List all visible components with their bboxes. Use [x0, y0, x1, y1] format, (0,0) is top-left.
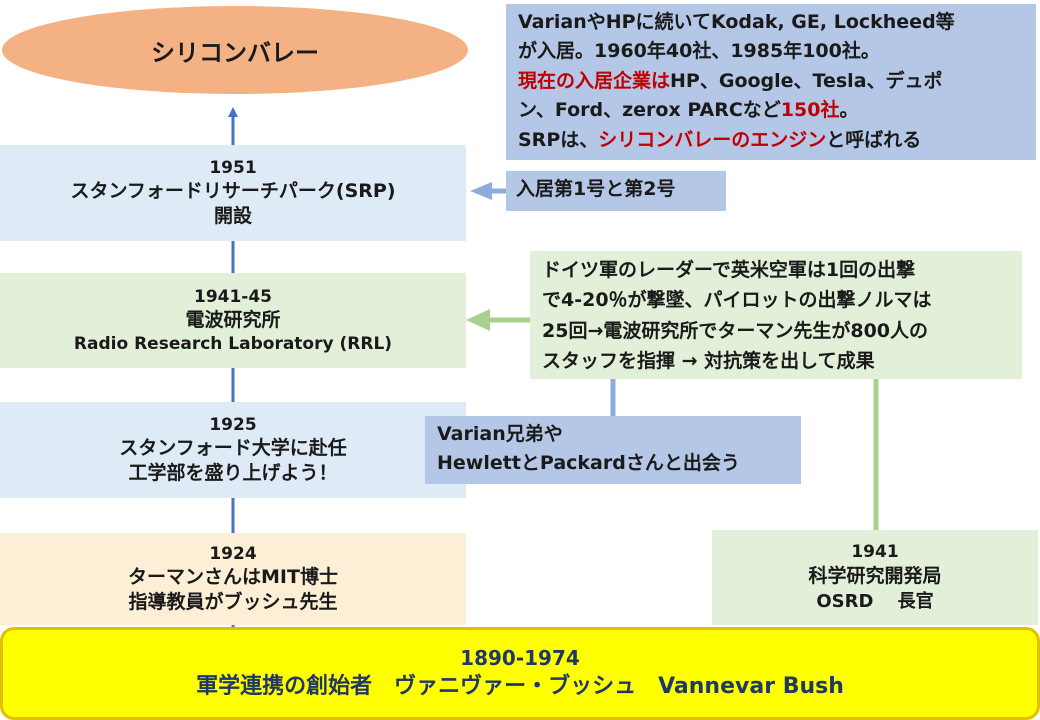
- timeline-line1: スタンフォードリサーチパーク(SRP): [70, 180, 396, 203]
- first-tenant-arrow-head: [470, 182, 492, 200]
- note-line: SRPは、シリコンバレーのエンジンと呼ばれる: [518, 128, 922, 151]
- note-line: 25回→電波研究所でターマン先生が800人の: [542, 319, 929, 342]
- note-line: ン、Ford、zerox PARCなど150社。: [518, 99, 859, 122]
- radar-arrow-head: [466, 309, 490, 331]
- highlight-text: 現在の入居企業は: [518, 69, 671, 92]
- note-line: スタッフを指揮 → 対抗策を出して成果: [542, 350, 875, 373]
- bush-banner: 1890-1974 軍学連携の創始者 ヴァニヴァー・ブッシュ Vannevar …: [0, 627, 1040, 720]
- timeline-box-1951: 1951 スタンフォードリサーチパーク(SRP) 開設: [0, 145, 466, 241]
- timeline-line1: スタンフォード大学に赴任: [119, 437, 347, 460]
- timeline-year: 1924: [209, 544, 257, 565]
- timeline-line2: Radio Research Laboratory (RRL): [73, 333, 393, 354]
- timeline-line1: 電波研究所: [185, 309, 281, 332]
- radar-note: ドイツ軍のレーダーで英米空軍は1回の出撃 で4-20％が撃墜、パイロットの出撃ノ…: [530, 251, 1022, 379]
- timeline-line2: 工学部を盛り上げよう！: [128, 462, 338, 485]
- timeline-year: 1941-45: [193, 287, 273, 308]
- goal-label: シリコンバレー: [151, 38, 319, 67]
- note-line: HewlettとPackardさんと出会う: [437, 451, 740, 474]
- osrd-line2: OSRD 長官: [816, 590, 934, 612]
- silicon-valley-ellipse: シリコンバレー: [2, 6, 468, 94]
- timeline-line2: 指導教員がブッシュ先生: [128, 591, 338, 614]
- note-line: 現在の入居企業はHP、Google、Tesla、デュポ: [518, 69, 943, 92]
- timeline-box-1925: 1925 スタンフォード大学に赴任 工学部を盛り上げよう！: [0, 402, 466, 498]
- first-tenants-note: 入居第1号と第2号: [506, 171, 726, 211]
- varian-note: Varian兄弟や HewlettとPackardさんと出会う: [425, 416, 801, 484]
- timeline-line1: ターマンさんはMIT博士: [128, 566, 338, 589]
- note-line: で4-20％が撃墜、パイロットの出撃ノルマは: [542, 289, 932, 312]
- timeline-box-1924: 1924 ターマンさんはMIT博士 指導教員がブッシュ先生: [0, 533, 466, 625]
- highlight-text: シリコンバレーのエンジン: [598, 128, 827, 151]
- note-line: VarianやHPに続いてKodak, GE, Lockheed等: [518, 11, 955, 33]
- note-line: ドイツ軍のレーダーで英米空軍は1回の出撃: [542, 259, 916, 281]
- note-line: Varian兄弟や: [437, 423, 563, 445]
- osrd-line1: 科学研究開発局: [808, 565, 942, 587]
- osrd-box: 1941 科学研究開発局 OSRD 長官: [712, 530, 1038, 625]
- highlight-text: 150社: [780, 99, 840, 122]
- timeline-box-1941-45: 1941-45 電波研究所 Radio Research Laboratory …: [0, 273, 466, 368]
- note-line: が入居。1960年40社、1985年100社。: [518, 40, 880, 63]
- timeline-year: 1951: [209, 158, 257, 179]
- bush-years: 1890-1974: [460, 646, 580, 671]
- bush-title: 軍学連携の創始者 ヴァニヴァー・ブッシュ Vannevar Bush: [196, 674, 844, 700]
- note-text: 入居第1号と第2号: [516, 178, 676, 200]
- timeline-year: 1925: [209, 415, 257, 436]
- timeline-line2: 開設: [213, 205, 252, 228]
- srp-tenants-note: VarianやHPに続いてKodak, GE, Lockheed等 が入居。19…: [506, 4, 1036, 160]
- osrd-year: 1941: [851, 542, 899, 563]
